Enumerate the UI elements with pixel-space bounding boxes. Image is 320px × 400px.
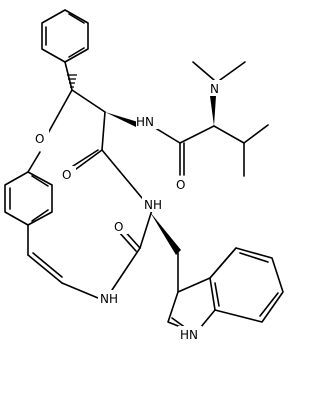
wedge-bond-trp — [150, 212, 181, 255]
phenyl-ring-top — [41, 9, 89, 63]
valine-fragment — [151, 61, 269, 177]
atom-label-h-amide-low: H — [109, 292, 118, 306]
atom-label-nh-indole: HN — [180, 328, 198, 342]
atom-label-o-ether: O — [35, 132, 44, 146]
atom-label-h-amide-mid: H — [153, 198, 162, 212]
atom-label-o-carbonyl-right: O — [176, 178, 185, 192]
benzylic-stereocenter — [46, 61, 106, 136]
atom-label-hn-top: H​N — [136, 115, 154, 129]
atom-label-o-carbonyl-low: O — [114, 220, 123, 234]
wedge-bond-nh — [105, 112, 138, 127]
atom-label-n-amide-low: N — [100, 292, 109, 306]
alpha-carbon-backbone — [69, 111, 143, 199]
phenylene-ring — [4, 151, 53, 226]
tryptophan-fragment — [111, 209, 181, 293]
alkene-linker — [27, 224, 99, 299]
atom-label-n-amide-mid: N — [144, 198, 153, 212]
atom-label-n-dimethyl: N — [210, 82, 219, 96]
indole-ring — [167, 247, 284, 334]
structure-canvas: O H​N N O O N H O N H HN — [4, 9, 284, 342]
wedge-bond-nme2 — [210, 96, 216, 126]
molecule-diagram: O H​N N O O N H O N H HN — [4, 9, 284, 342]
atom-labels: O H​N N O O N H O N H HN — [33, 80, 224, 342]
atom-label-o-carbonyl-mid: O — [62, 168, 71, 182]
